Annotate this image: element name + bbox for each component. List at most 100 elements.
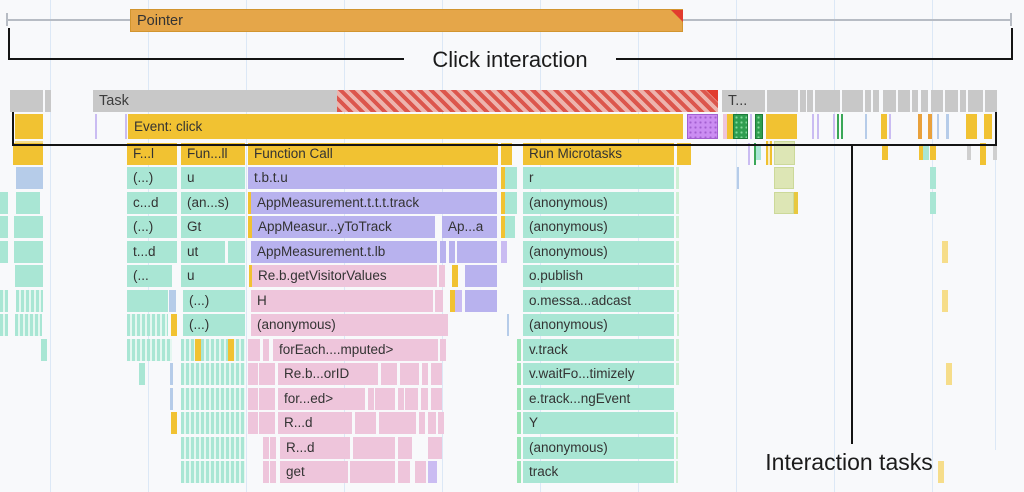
tick[interactable] <box>980 143 986 165</box>
tick[interactable] <box>517 388 521 410</box>
flame-block[interactable] <box>181 388 245 410</box>
event-block-green[interactable] <box>755 114 763 139</box>
task-fragment[interactable] <box>10 90 43 112</box>
flame-block[interactable] <box>181 437 245 459</box>
event-block-purple[interactable] <box>687 114 718 139</box>
flame-block[interactable] <box>252 363 258 385</box>
task-fragment[interactable] <box>951 90 958 112</box>
flame-block[interactable] <box>270 461 276 483</box>
tick[interactable] <box>507 314 509 336</box>
tick[interactable] <box>946 363 952 385</box>
bar-re-b-orid[interactable]: Re.b...orID <box>278 363 378 385</box>
flame-block[interactable] <box>381 363 397 385</box>
flame-block[interactable] <box>415 461 421 483</box>
flame-block[interactable] <box>264 363 275 385</box>
flame-block[interactable] <box>127 290 168 312</box>
flame-block[interactable] <box>368 388 374 410</box>
tick[interactable] <box>930 167 936 189</box>
tick[interactable] <box>171 412 177 434</box>
flame-block[interactable] <box>264 412 275 434</box>
flame-block[interactable] <box>440 339 446 361</box>
bar-e-track-ngevent[interactable]: e.track...ngEvent <box>523 388 674 410</box>
task-fragment[interactable] <box>898 90 904 112</box>
flame-block[interactable] <box>263 339 269 361</box>
tick[interactable] <box>754 143 756 165</box>
tick[interactable] <box>923 146 929 160</box>
tick[interactable] <box>676 363 679 385</box>
tick[interactable] <box>676 437 678 459</box>
script-block[interactable] <box>766 114 797 139</box>
flame-block[interactable] <box>505 216 515 238</box>
flame-block[interactable] <box>431 363 442 385</box>
task-fragment[interactable] <box>883 90 896 112</box>
bar-get[interactable]: get <box>280 461 348 483</box>
tick[interactable] <box>41 339 47 361</box>
tick[interactable] <box>676 167 679 189</box>
flame-block[interactable] <box>398 461 410 483</box>
flame-block[interactable] <box>379 412 416 434</box>
bar-c-d[interactable]: c...d <box>127 192 177 214</box>
task-fragment[interactable] <box>865 90 871 112</box>
bar-an-s[interactable]: (an...s) <box>181 192 245 214</box>
task-fragment[interactable] <box>800 90 806 112</box>
flame-block[interactable] <box>428 437 442 459</box>
tick[interactable] <box>841 114 843 139</box>
tick[interactable] <box>984 114 992 139</box>
bar-gt[interactable]: Gt <box>181 216 245 238</box>
flame-block[interactable] <box>440 241 446 263</box>
bar-u[interactable]: u <box>181 265 245 287</box>
bar-r[interactable]: r <box>523 167 674 189</box>
system-block[interactable] <box>774 192 794 214</box>
flame-block[interactable] <box>355 412 376 434</box>
flame-block[interactable] <box>259 388 265 410</box>
flame-block[interactable] <box>252 388 258 410</box>
tick[interactable] <box>723 114 729 139</box>
flame-block[interactable] <box>259 363 265 385</box>
flame-block[interactable] <box>435 290 443 312</box>
tick[interactable] <box>882 146 888 160</box>
task-fragment[interactable] <box>807 90 813 112</box>
tick[interactable] <box>455 290 462 312</box>
flame-block[interactable] <box>252 412 258 434</box>
tick[interactable] <box>865 114 867 139</box>
flame-block[interactable] <box>505 192 517 214</box>
bar-t-d[interactable]: t...d <box>127 241 177 263</box>
flame-bar[interactable]: (...) <box>183 314 245 336</box>
bar-u[interactable]: u <box>181 167 245 189</box>
tick[interactable] <box>681 143 687 165</box>
bar-for-ed[interactable]: for...ed> <box>278 388 365 410</box>
tick[interactable] <box>676 241 679 263</box>
tick[interactable] <box>125 114 127 139</box>
tick[interactable] <box>918 114 922 139</box>
tick[interactable] <box>685 143 691 165</box>
tick[interactable] <box>676 461 678 483</box>
tick[interactable] <box>517 461 521 483</box>
task-fragment[interactable] <box>873 90 879 112</box>
tick[interactable] <box>95 114 97 139</box>
event-click-bar[interactable]: Event: click <box>128 114 683 139</box>
tick[interactable] <box>930 192 936 214</box>
task-fragment[interactable] <box>931 90 943 112</box>
bar-appmeasurement-t-lb[interactable]: AppMeasurement.t.lb <box>251 241 437 263</box>
tick[interactable] <box>881 114 887 139</box>
flame-block[interactable] <box>181 461 245 483</box>
tick[interactable] <box>942 290 948 312</box>
tick[interactable] <box>676 339 679 361</box>
bar-appmeasurement-t-t-t-track[interactable]: AppMeasurement.t.t.t.track <box>251 192 497 214</box>
tick[interactable] <box>817 114 819 139</box>
pointer-interaction-bar[interactable]: Pointer <box>130 9 683 32</box>
flame-bar[interactable]: (...) <box>127 216 177 238</box>
tick[interactable] <box>794 192 798 214</box>
bar-fun-ll[interactable]: Fun...ll <box>181 143 245 165</box>
bar-o-publish[interactable]: o.publish <box>523 265 674 287</box>
flame-block[interactable] <box>16 167 43 189</box>
bar-h[interactable]: H <box>251 290 433 312</box>
bar-ut[interactable]: ut <box>181 241 225 263</box>
flame-block[interactable] <box>181 412 245 434</box>
task-fragment[interactable] <box>815 90 840 112</box>
tick[interactable] <box>676 265 679 287</box>
flame-block[interactable] <box>181 363 245 385</box>
task-fragment[interactable] <box>912 90 918 112</box>
bar-anonymous[interactable]: (anonymous) <box>251 314 448 336</box>
bar-r-d[interactable]: R...d <box>278 412 352 434</box>
